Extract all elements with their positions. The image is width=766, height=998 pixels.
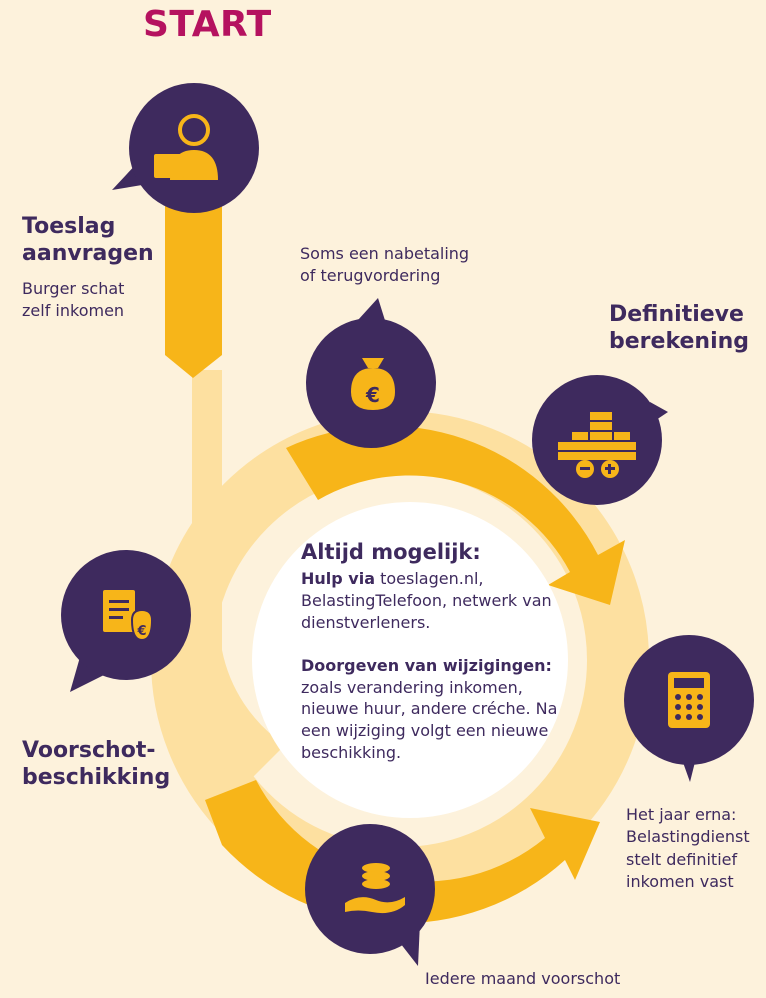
document-with-money-bag-icon: € (103, 590, 154, 642)
maandelijks-bubble (305, 824, 435, 966)
center-title: Altijd mogelijk: (301, 540, 481, 564)
nabetaling-desc: Soms een nabetaling of terugvordering (300, 243, 469, 288)
center-help: Hulp via toeslagen.nl, BelastingTelefoon… (301, 568, 571, 633)
start-arrow (165, 160, 222, 378)
inkomen-vast-desc-line1: Het jaar erna: (626, 805, 737, 824)
voorschot-heading-line1: Voorschot- (22, 738, 156, 763)
aanvragen-desc-line2: zelf inkomen (22, 301, 125, 321)
cycle-arrow-top (286, 425, 625, 605)
center-changes: Doorgeven van wijzigingen: zoals verande… (301, 655, 571, 763)
inkomen-vast-desc-line3: stelt definitief (626, 849, 738, 869)
center-help-bold: Hulp via (301, 569, 375, 589)
aanvragen-heading-line2: aanvragen (22, 240, 154, 266)
inkomen-vast-desc-line2: Belastingdienst (626, 827, 750, 847)
definitief-bubble (532, 375, 668, 505)
voorschot-heading-line2: beschikking (22, 764, 171, 790)
start-connector-light (191, 370, 285, 790)
definitief-heading-line1: Definitieve (609, 302, 744, 327)
nabetaling-desc-line1: Soms een nabetaling (300, 244, 470, 263)
center-help-text: toeslagen.nl, BelastingTelefoon, netwerk… (301, 569, 552, 632)
nabetaling-desc-line2: of terugvordering (300, 266, 441, 286)
cycle-arrow-bottom (205, 780, 600, 924)
inkomen-vast-desc: Het jaar erna: Belastingdienst stelt def… (626, 804, 750, 894)
definitief-heading: Definitieve berekening (609, 302, 749, 356)
euro-money-bag-icon: € (351, 358, 395, 410)
aanvragen-bubble (112, 83, 259, 213)
svg-text:€: € (136, 624, 146, 639)
inkomen-vast-bubble (624, 635, 754, 782)
hand-with-coins-icon (345, 863, 405, 914)
aanvragen-heading-line1: Toeslag (22, 214, 116, 239)
start-title: START (143, 4, 272, 45)
coin-stacks-plus-minus-icon (558, 412, 636, 478)
person-at-laptop-icon (154, 114, 218, 180)
center-changes-bold: Doorgeven van wijzigingen: (301, 656, 552, 676)
aanvragen-desc: Burger schat zelf inkomen (22, 278, 124, 323)
center-info: Altijd mogelijk: Hulp via toeslagen.nl, … (301, 538, 571, 763)
center-changes-text: zoals verandering inkomen, nieuwe huur, … (301, 677, 558, 762)
aanvragen-desc-line1: Burger schat (22, 279, 125, 298)
aanvragen-heading: Toeslag aanvragen (22, 214, 154, 268)
nabetaling-bubble: € (306, 298, 436, 448)
svg-text:€: € (365, 383, 380, 407)
maandelijks-desc: Iedere maand voorschot (425, 969, 621, 988)
calculator-icon (668, 672, 710, 728)
inkomen-vast-desc-line4: inkomen vast (626, 872, 734, 892)
voorschot-bubble: € (61, 550, 191, 692)
definitief-heading-line2: berekening (609, 328, 750, 354)
voorschot-heading: Voorschot- beschikking (22, 738, 170, 792)
center-circle (252, 502, 568, 818)
